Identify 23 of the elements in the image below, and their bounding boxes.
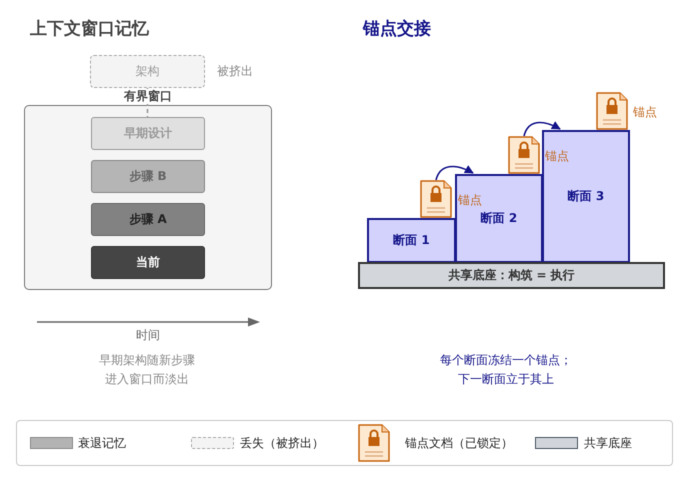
memory-block: 早期设计 (91, 117, 205, 150)
legend-label: 丢失（被挤出） (240, 435, 324, 451)
curved-arrow (435, 165, 474, 180)
legend-label: 共享底座 (584, 435, 632, 451)
panel-title: 锚点交接 (363, 18, 431, 40)
curved-arrow (523, 121, 561, 136)
anchor-label: 锚点 (545, 149, 569, 164)
anchor-label: 锚点 (633, 105, 657, 120)
panel-title: 上下文窗口记忆 (30, 18, 149, 40)
memory-block: 步骤 B (91, 160, 205, 193)
memory-block: 步骤 A (91, 203, 205, 236)
base-block: 共享底座：构筑 = 执行 (358, 262, 665, 289)
axis-label: 时间 (135, 327, 161, 344)
dashed-connector (146, 88, 148, 117)
legend-label: 锚点文档（已锁定） (405, 435, 513, 451)
caption-text: 早期架构随新步骤进入窗口而淡出 (98, 352, 196, 388)
status-label: 被挤出 (217, 64, 253, 79)
memory-block: 当前 (91, 246, 205, 279)
anchor-label: 锚点 (458, 193, 482, 208)
section-block: 断面 1 (367, 218, 456, 263)
legend-label: 衰退记忆 (78, 435, 126, 451)
evicted-block: 架构 (90, 55, 205, 88)
caption-text: 每个断面冻结一个锚点；下一断面立于其上 (439, 352, 573, 388)
